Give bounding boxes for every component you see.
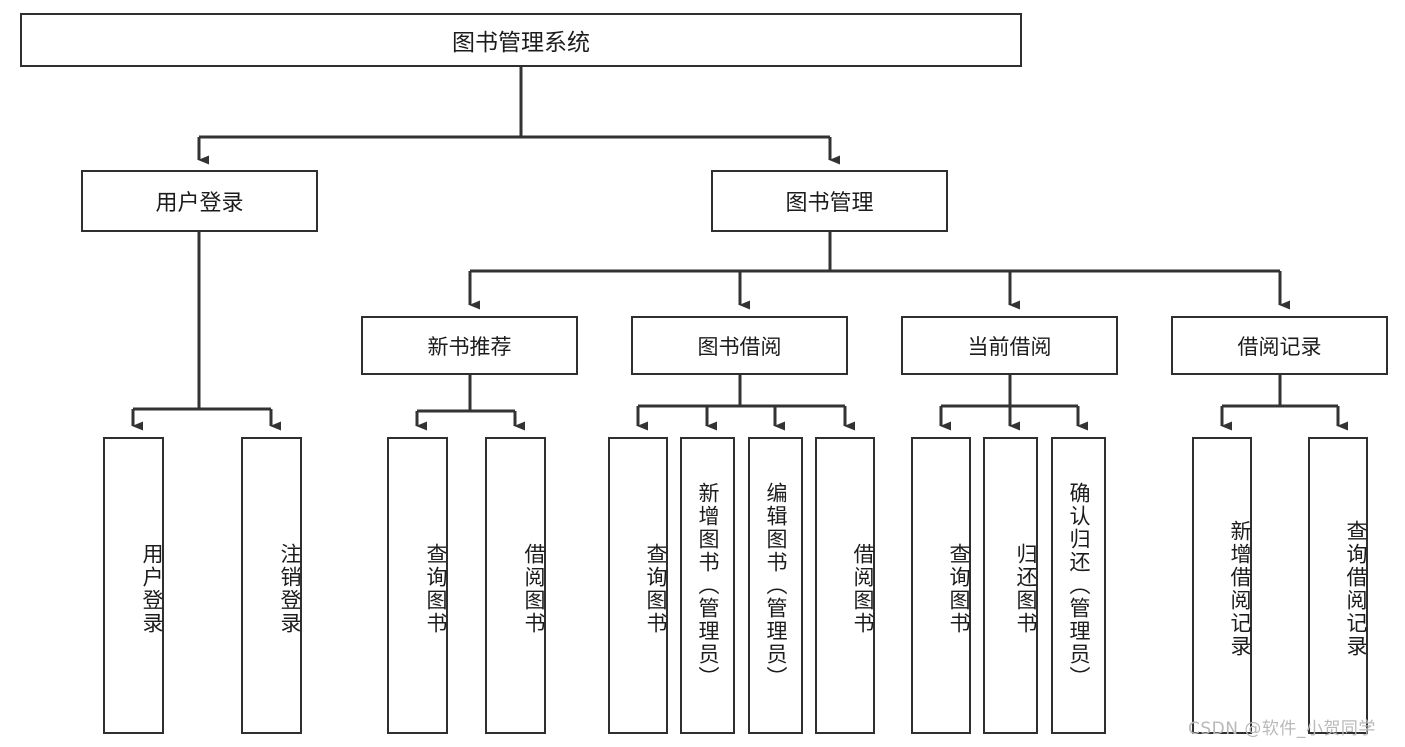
leaf-user-login[interactable]: 用户登录 — [103, 437, 164, 734]
node-new-book-recommend-label: 新书推荐 — [427, 334, 512, 359]
leaf-borrow-book-1[interactable]: 借阅图书 — [485, 437, 546, 734]
leaf-query-book-1[interactable]: 查询图书 — [387, 437, 448, 734]
leaf-query-record-label: 查询借阅记录 — [1344, 519, 1368, 658]
leaf-query-book-1-label: 查询图书 — [424, 542, 448, 635]
leaf-add-book-label: 新增图书（管理员） — [696, 482, 720, 689]
node-book-management-label: 图书管理 — [785, 191, 874, 216]
leaf-confirm-return-label: 确认归还（管理员） — [1067, 482, 1091, 689]
node-borrow-record[interactable]: 借阅记录 — [1171, 316, 1388, 375]
leaf-confirm-return[interactable]: 确认归还（管理员） — [1051, 437, 1106, 734]
leaf-add-record[interactable]: 新增借阅记录 — [1192, 437, 1252, 734]
leaf-borrow-book-2-label: 借阅图书 — [851, 542, 875, 635]
leaf-query-book-3-label: 查询图书 — [947, 542, 971, 635]
leaf-add-record-label: 新增借阅记录 — [1228, 519, 1252, 658]
leaf-edit-book-label: 编辑图书（管理员） — [764, 482, 788, 689]
leaf-query-book-3[interactable]: 查询图书 — [911, 437, 971, 734]
node-borrow-record-label: 借阅记录 — [1237, 334, 1322, 359]
watermark: CSDN @软件_小贺同学 — [1188, 719, 1376, 739]
node-current-borrow[interactable]: 当前借阅 — [901, 316, 1118, 375]
node-new-book-recommend[interactable]: 新书推荐 — [361, 316, 578, 375]
leaf-query-book-2[interactable]: 查询图书 — [608, 437, 668, 734]
leaf-query-book-2-label: 查询图书 — [644, 542, 668, 635]
leaf-add-book[interactable]: 新增图书（管理员） — [680, 437, 735, 734]
leaf-edit-book[interactable]: 编辑图书（管理员） — [748, 437, 803, 734]
leaf-logout-label: 注销登录 — [278, 542, 302, 635]
node-current-borrow-label: 当前借阅 — [967, 334, 1052, 359]
node-user-login-label: 用户登录 — [155, 191, 244, 216]
leaf-query-record[interactable]: 查询借阅记录 — [1308, 437, 1368, 734]
node-book-borrow-label: 图书借阅 — [697, 334, 782, 359]
node-user-login[interactable]: 用户登录 — [81, 170, 318, 232]
leaf-return-book[interactable]: 归还图书 — [983, 437, 1038, 734]
leaf-logout[interactable]: 注销登录 — [241, 437, 302, 734]
leaf-user-login-label: 用户登录 — [140, 542, 164, 635]
node-root[interactable]: 图书管理系统 — [20, 13, 1022, 67]
leaf-borrow-book-1-label: 借阅图书 — [522, 542, 546, 635]
leaf-return-book-label: 归还图书 — [1014, 542, 1038, 635]
node-book-management[interactable]: 图书管理 — [711, 170, 948, 232]
node-root-label: 图书管理系统 — [452, 30, 590, 56]
node-book-borrow[interactable]: 图书借阅 — [631, 316, 848, 375]
leaf-borrow-book-2[interactable]: 借阅图书 — [815, 437, 875, 734]
